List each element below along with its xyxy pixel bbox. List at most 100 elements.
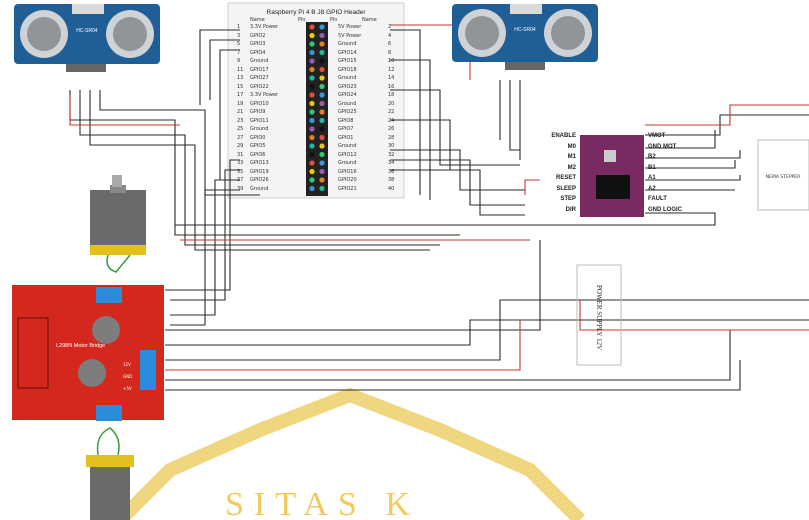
wires [69, 29, 809, 391]
gpio-pin-dot [319, 83, 325, 90]
gpio-pin-dot [309, 66, 315, 73]
driver-pin-label-right: VMOT [648, 133, 666, 139]
gpio-pin-label-left: GPIO22 [250, 83, 269, 90]
gpio-pin-number-left: 7 [237, 49, 241, 56]
driver-pin-label-right: B2 [648, 154, 656, 160]
gpio-col-header: Pin [298, 17, 306, 23]
gpio-pin-dot [309, 185, 315, 192]
gpio-pin-number-right: 12 [388, 66, 395, 73]
gpio-pin-number-right: 32 [388, 151, 395, 158]
l298n-label: L298N Motor Bridge [56, 343, 105, 349]
gpio-pin-dot [309, 83, 315, 90]
gpio-pin-dot [319, 75, 325, 81]
gpio-pin-label-right: Ground [338, 100, 357, 107]
gpio-header: Raspberry Pi 4 B J8 GPIO Header [227, 2, 405, 199]
gpio-pin-label-left: GPIO0 [250, 134, 266, 141]
gpio-pin-number-left: 3 [237, 32, 241, 39]
gpio-pin-dot [319, 32, 325, 39]
gpio-pin-dot [309, 160, 315, 166]
gpio-pin-dot [309, 100, 315, 107]
l298n-board: L298N Motor Bridge [12, 285, 164, 421]
gpio-pin-number-right: 40 [388, 185, 395, 192]
gpio-pin-label-right: GPIO25 [338, 109, 357, 115]
gpio-pin-dot [319, 49, 325, 56]
gpio-pin-dot [319, 109, 325, 115]
driver-pin-label-left: STEP [560, 196, 576, 202]
gpio-pin-label-right: GPIO16 [338, 168, 357, 175]
gpio-pin-label-right: GPIO23 [338, 83, 357, 90]
gpio-pin-label-left: GPIO17 [250, 66, 269, 73]
gpio-pin-label-left: GPIO4 [250, 49, 266, 56]
gpio-pin-label-left: GPIO10 [250, 100, 269, 107]
gpio-pin-dot [309, 92, 315, 98]
l298n-pin-gnd: GND [123, 374, 132, 379]
dc-motor-bottom [86, 427, 134, 520]
gpio-pin-number-right: 18 [388, 92, 395, 98]
gpio-pin-number-right: 4 [388, 32, 392, 39]
gpio-pin-dot [319, 41, 325, 47]
stepper-motor-box: NEMA STEPPER [757, 139, 809, 211]
power-supply-label: POWER SUPPLY 12V [595, 285, 603, 350]
gpio-pin-dot [309, 168, 315, 175]
gpio-pin-dot [319, 58, 325, 64]
gpio-pin-number-right: 36 [388, 168, 395, 175]
gpio-pin-number-left: 37 [237, 177, 244, 183]
l298n-pin-12v: 12V [123, 362, 131, 367]
driver-pin-label-right: GND MOT [648, 143, 677, 150]
gpio-pin-dot [319, 24, 325, 30]
gpio-pin-label-right: Ground [338, 41, 357, 47]
gpio-pin-dot [319, 100, 325, 107]
gpio-pin-label-left: GPIO5 [250, 143, 266, 149]
gpio-pin-number-left: 5 [237, 41, 241, 47]
gpio-pin-dot [309, 143, 315, 149]
gpio-col-header: Name [362, 17, 377, 23]
gpio-pin-dot [309, 32, 315, 39]
driver-pin-label-left: M0 [567, 143, 576, 150]
gpio-pin-number-left: 25 [237, 126, 244, 132]
gpio-pin-number-right: 22 [388, 109, 395, 115]
gpio-pin-dot [319, 134, 325, 141]
driver-pin-label-right: A2 [648, 185, 656, 192]
gpio-pin-dot [319, 151, 325, 158]
gpio-pin-number-right: 10 [388, 58, 395, 64]
gpio-pin-dot [309, 109, 315, 115]
gpio-pin-number-right: 14 [388, 75, 395, 81]
gpio-pin-label-left: GPIO13 [250, 160, 269, 166]
gpio-pin-label-left: 3.3V Power [250, 92, 279, 98]
ultrasonic-sensor-right: HC-SR04 [452, 4, 598, 70]
dc-motor-top [90, 175, 146, 273]
gpio-pin-dot [309, 134, 315, 141]
gpio-pin-dot [319, 168, 325, 175]
gpio-pin-number-right: 16 [388, 83, 395, 90]
gpio-pin-number-right: 38 [388, 177, 395, 183]
gpio-pin-label-left: GPIO27 [250, 75, 269, 81]
stepper-motor-label: NEMA STEPPER [766, 174, 800, 180]
gpio-pin-label-left: GPIO19 [250, 168, 269, 175]
gpio-pin-dot [319, 160, 325, 166]
driver-pin-label-left: M2 [567, 164, 576, 171]
gpio-pin-dot [319, 126, 325, 132]
gpio-pin-label-right: 5V Power [338, 24, 362, 30]
gpio-pin-number-right: 2 [388, 24, 392, 30]
gpio-pin-number-left: 17 [237, 92, 244, 98]
gpio-pin-number-left: 29 [237, 143, 244, 149]
gpio-pin-label-right: GPIO7 [338, 126, 354, 132]
gpio-pin-label-right: GPIO24 [338, 92, 357, 98]
gpio-pin-number-left: 9 [237, 58, 241, 64]
gpio-pin-number-left: 19 [237, 100, 244, 107]
gpio-pin-label-left: GPIO6 [250, 151, 266, 158]
gpio-pin-number-right: 20 [388, 100, 395, 107]
gpio-pin-label-right: GPIO1 [338, 134, 354, 141]
driver-pin-label-right: FAULT [648, 196, 667, 202]
driver-pin-label-left: DIR [565, 206, 576, 213]
gpio-pin-dot [319, 185, 325, 192]
gpio-pin-number-left: 21 [237, 109, 244, 115]
watermark: SITAS K [115, 387, 585, 520]
gpio-pin-number-right: 34 [388, 160, 395, 166]
ultrasonic-left-label: HC-SR04 [76, 28, 98, 34]
watermark-text: SITAS K [225, 486, 420, 520]
gpio-pin-number-left: 1 [237, 24, 241, 30]
driver-pin-label-right: GND LOGIC [648, 206, 682, 213]
gpio-pin-dot [309, 177, 315, 183]
